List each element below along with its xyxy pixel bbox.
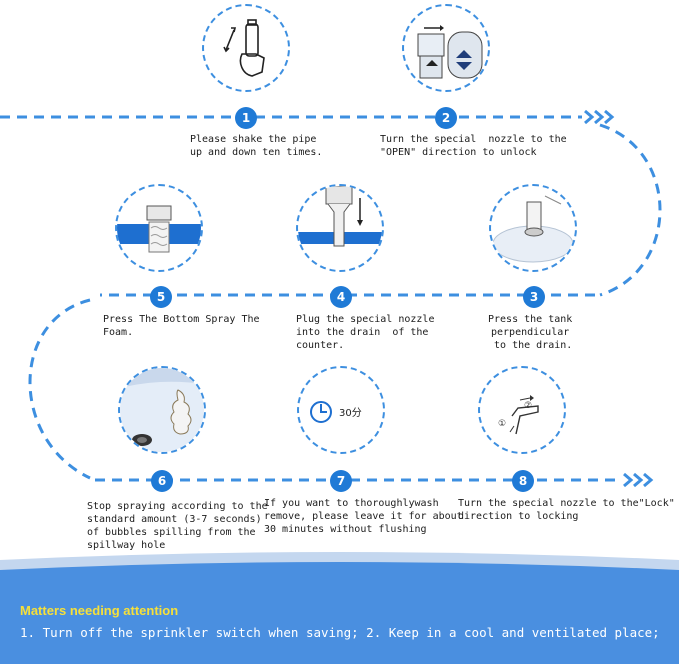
step-1-number: 1 — [235, 107, 257, 129]
step-4-caption: Plug the special nozzle into the drain o… — [296, 314, 435, 351]
step-2-caption: Turn the special nozzle to the "OPEN" di… — [380, 134, 567, 158]
step-6-number: 6 — [151, 470, 173, 492]
foam-spray-icon — [117, 205, 201, 253]
nozzle-lock-icon: ① ② — [498, 395, 539, 435]
mark-one: ① — [498, 419, 506, 429]
step-3-number: 3 — [523, 286, 545, 308]
attention-band — [0, 552, 679, 664]
step-2-number: 2 — [435, 107, 457, 129]
step-6-illustration — [118, 366, 206, 454]
step-1-caption: Please shake the pipe up and down ten ti… — [190, 134, 323, 158]
step-7-caption: If you want to thoroughlywash remove, pl… — [264, 498, 463, 535]
step-5-number: 5 — [150, 286, 172, 308]
mark-two: ② — [524, 401, 532, 411]
step-3-caption: Press the tank perpendicular to the drai… — [488, 314, 573, 351]
step-4-number: 4 — [330, 286, 352, 308]
hand-shaking-bottle-icon — [223, 19, 265, 77]
step-4-illustration — [296, 184, 384, 272]
nozzle-open-icon — [417, 25, 483, 79]
tank-press-icon — [492, 195, 574, 263]
step-7-number: 7 — [330, 470, 352, 492]
step-8-number: 8 — [512, 470, 534, 492]
timer-icon: 30分 — [310, 401, 362, 423]
timer-label: 30分 — [339, 407, 362, 419]
step-6-caption: Stop spraying according to the standard … — [87, 501, 268, 551]
foam-spill-icon — [120, 368, 204, 452]
step-3-illustration — [489, 184, 577, 272]
step-2-illustration — [402, 4, 490, 92]
attention-text: 1. Turn off the sprinkler switch when sa… — [20, 625, 660, 640]
step-1-illustration — [202, 4, 290, 92]
attention-title: Matters needing attention — [20, 603, 179, 618]
step-5-illustration — [115, 184, 203, 272]
step-8-caption: Turn the special nozzle to the"Lock" dir… — [458, 498, 675, 522]
step-7-illustration: 30分 — [297, 366, 385, 454]
step-5-caption: Press The Bottom Spray The Foam. — [103, 314, 260, 338]
step-8-illustration: ① ② — [478, 366, 566, 454]
nozzle-plug-icon — [298, 186, 382, 247]
